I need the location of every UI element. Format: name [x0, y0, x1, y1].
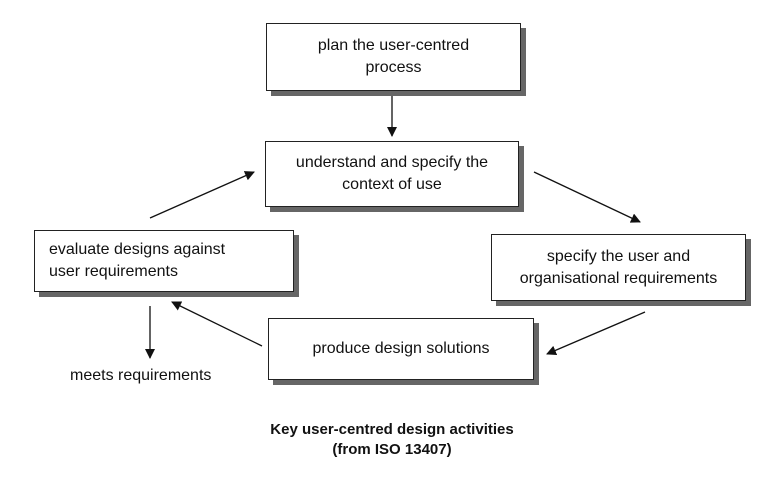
node-understand-label: understand and specify the context of us… — [295, 154, 489, 193]
diagram-caption: Key user-centred design activities (from… — [0, 420, 784, 460]
caption-line-1: Key user-centred design activities — [270, 421, 514, 438]
node-produce-solutions: produce design solutions — [268, 318, 534, 380]
arrow-understand-to-specify — [533, 171, 641, 223]
arrow-produce-to-evaluate — [171, 301, 263, 347]
node-plan-process: plan the user-centred process — [266, 23, 521, 91]
arrow-evaluate-to-understand — [149, 171, 255, 219]
node-specify-requirements: specify the user and organisational requ… — [491, 234, 746, 301]
node-plan-label: plan the user-centred process — [317, 37, 470, 76]
node-understand-context: understand and specify the context of us… — [265, 141, 519, 207]
node-evaluate-designs: evaluate designs against user requiremen… — [34, 230, 294, 292]
node-produce-label: produce design solutions — [312, 340, 490, 357]
outcome-label: meets requirements — [70, 367, 212, 384]
arrow-specify-to-produce — [546, 311, 646, 356]
caption-line-2: (from ISO 13407) — [332, 441, 452, 458]
node-evaluate-label: evaluate designs against user requiremen… — [49, 241, 226, 280]
node-specify-label: specify the user and organisational requ… — [519, 247, 718, 287]
